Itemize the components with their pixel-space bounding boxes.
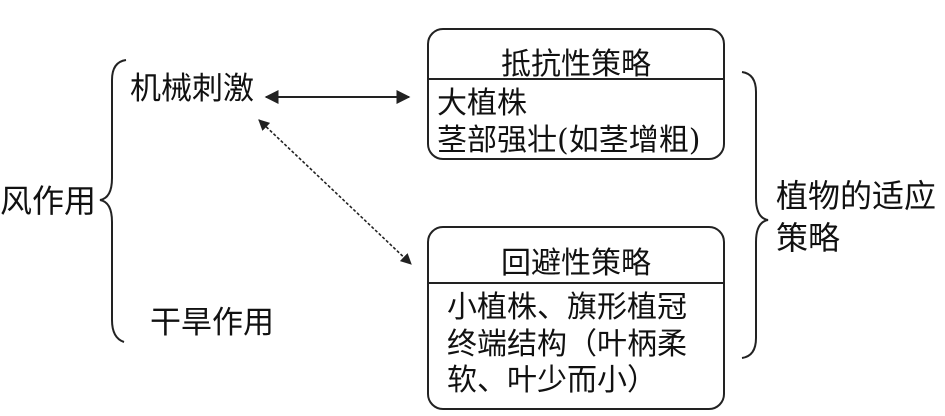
resist-strategy-divider [429, 78, 723, 80]
avoid-strategy-divider [429, 282, 723, 284]
resist-strategy-line: 大植株 [437, 86, 527, 121]
avoid-strategy-line: 软、叶少而小） [447, 363, 657, 399]
adaptation-strategy-label-line2: 策略 [776, 219, 841, 257]
avoid-strategy-box: 回避性策略 小植株、旗形植冠 终端结构（叶柄柔 软、叶少而小） [427, 226, 725, 410]
resist-strategy-box: 抵抗性策略 大植株 茎部强壮(如茎增粗) [427, 28, 725, 160]
left-brace [99, 59, 127, 343]
wind-action-label: 风作用 [0, 182, 97, 220]
avoid-strategy-title: 回避性策略 [501, 246, 651, 281]
resist-strategy-title: 抵抗性策略 [501, 47, 651, 82]
avoid-strategy-body: 小植株、旗形植冠 终端结构（叶柄柔 软、叶少而小） [447, 290, 719, 400]
resist-strategy-line: 茎部强壮(如茎增粗) [437, 122, 701, 158]
resist-strategy-body: 大植株 茎部强壮(如茎增粗) [437, 86, 719, 159]
mechanical-stimulus-label: 机械刺激 [130, 71, 254, 107]
drought-action-label: 干旱作用 [150, 305, 274, 341]
arrow-mechanical-to-avoid [258, 119, 412, 265]
right-brace [741, 71, 769, 359]
avoid-strategy-line: 小植株、旗形植冠 [447, 290, 687, 325]
avoid-strategy-line: 终端结构（叶柄柔 [447, 326, 687, 362]
adaptation-strategy-label-line1: 植物的适应 [776, 177, 937, 215]
